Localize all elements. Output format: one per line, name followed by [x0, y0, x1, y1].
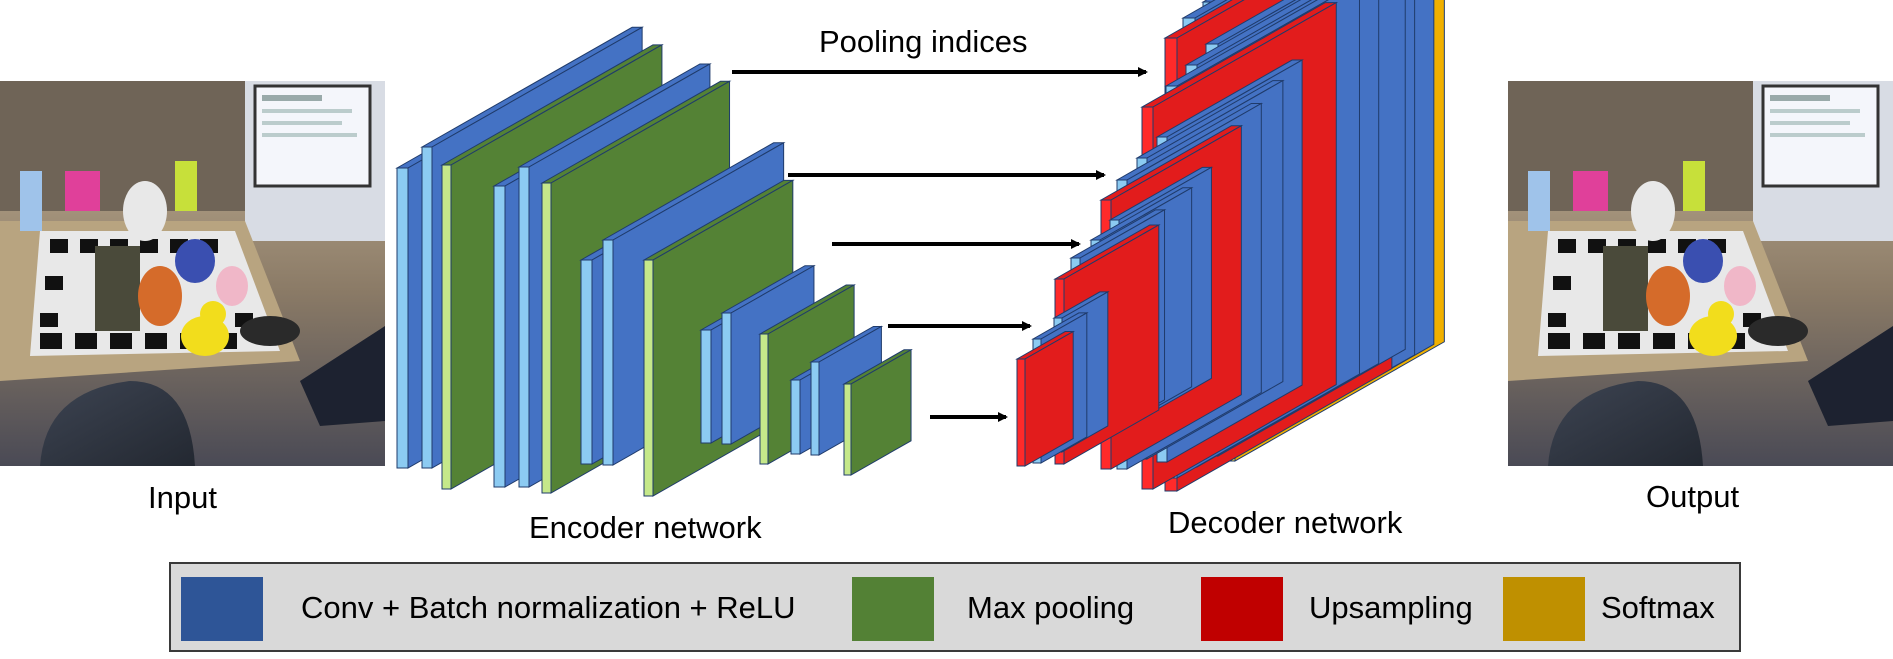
legend-label-conv: Conv + Batch normalization + ReLU	[301, 590, 796, 625]
network-layers	[395, 0, 1445, 497]
input-image	[0, 81, 385, 466]
input-label: Input	[148, 480, 217, 515]
pooling-index-arrows	[732, 67, 1148, 422]
legend: Conv + Batch normalization + ReLU Max po…	[169, 562, 1741, 652]
decoder-label: Decoder network	[1168, 505, 1403, 540]
legend-swatch-softmax	[1503, 577, 1585, 641]
legend-swatch-pooling	[852, 577, 934, 641]
output-label: Output	[1646, 479, 1740, 514]
legend-label-upsampling: Upsampling	[1309, 590, 1473, 625]
legend-label-pooling: Max pooling	[967, 590, 1135, 625]
encoder-pool-layer	[842, 348, 913, 476]
pooling-indices-label: Pooling indices	[819, 24, 1028, 59]
legend-swatch-upsampling	[1201, 577, 1283, 641]
legend-label-softmax: Softmax	[1601, 590, 1715, 625]
legend-swatch-conv	[181, 577, 263, 641]
decoder-upsample-layer	[1015, 330, 1076, 467]
encoder-label: Encoder network	[529, 510, 762, 545]
output-image	[1508, 81, 1893, 466]
